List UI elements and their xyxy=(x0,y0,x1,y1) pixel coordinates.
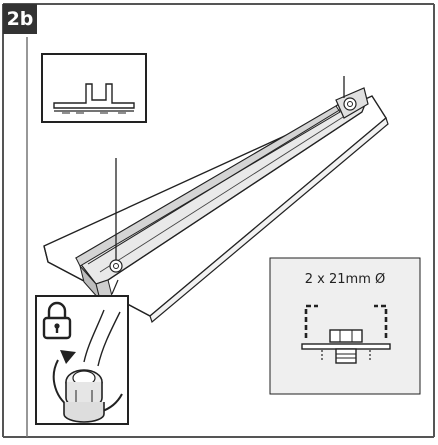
hole-spec-panel xyxy=(269,257,421,395)
rail xyxy=(75,76,369,301)
hole-spec-label: 2 x 21mm Ø xyxy=(304,272,386,287)
cable-gland-inset xyxy=(35,279,129,425)
step-border xyxy=(2,3,435,438)
profile-inset xyxy=(41,53,147,123)
step-number-badge: 2b xyxy=(3,4,37,34)
padlock-icon xyxy=(42,301,72,340)
